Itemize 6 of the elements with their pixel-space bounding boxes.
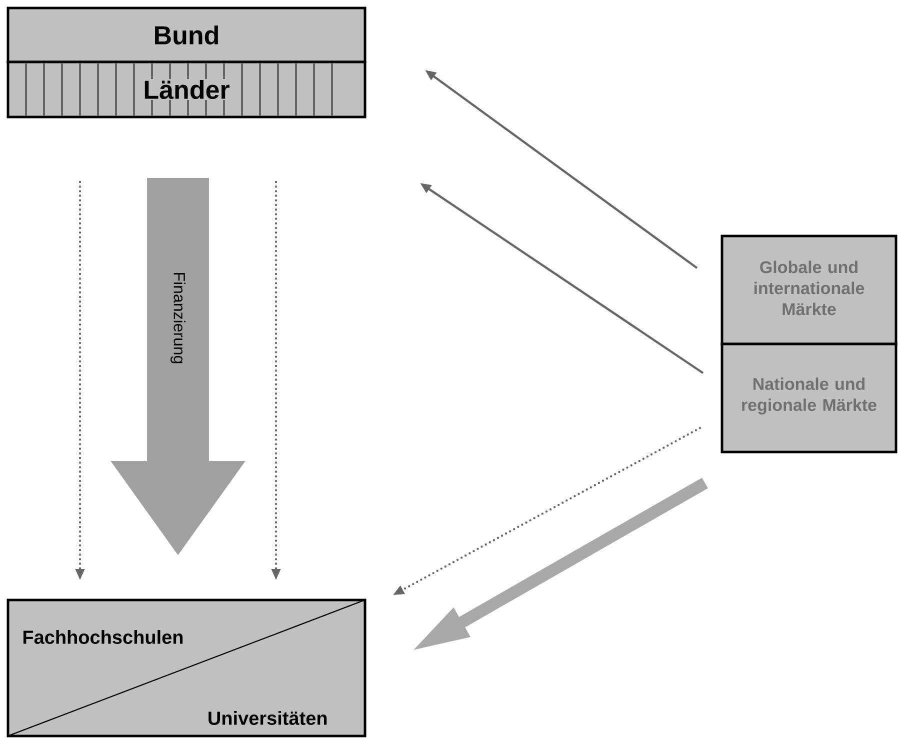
market-box: Globale und internationale Märkte [720, 234, 898, 346]
market-box: Nationale und regionale Märkte [720, 342, 898, 454]
edge-label: Finanzierung [170, 270, 186, 366]
header-box: Bund [6, 6, 366, 64]
hatched-box: Länder [6, 60, 366, 118]
split-box: Fachhochschulen Universitäten [6, 598, 366, 738]
